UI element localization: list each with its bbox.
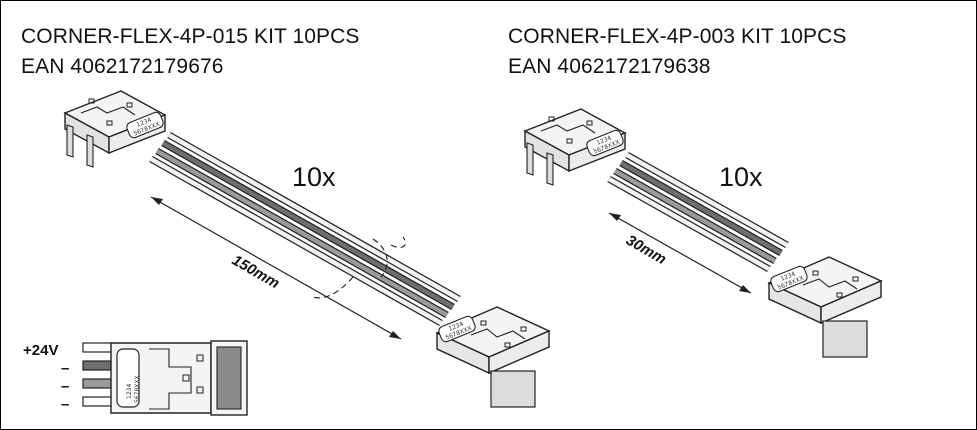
kit-1-header: CORNER-FLEX-4P-015 KIT 10PCS EAN 4062172… [21,22,360,82]
kit-1-ean: EAN 4062172179676 [21,55,224,78]
pin-label-negative: – [61,360,69,377]
pinout-detail: 1234 5678XXX +24V – – – [23,340,248,416]
dimension-arrow [150,196,402,340]
connector-code: 5678XXX [134,375,141,403]
pin-label-positive: +24V [23,342,58,359]
kit-2-length-label: 30mm [623,232,669,268]
kit-2-ean: EAN 4062172179638 [508,55,711,78]
kit-2-cable: 1234 5678XXX 1234 5678XXX [523,108,883,358]
kit-2-header: CORNER-FLEX-4P-003 KIT 10PCS EAN 4062172… [508,22,847,82]
kit-2-quantity: 10x [719,162,763,192]
kit-2-title: CORNER-FLEX-4P-003 KIT 10PCS [508,25,847,48]
pin-label-negative: – [61,378,69,395]
dimension-arrow [608,212,752,294]
kit-1-length-label: 150mm [229,252,282,293]
pin-label-negative: – [61,396,69,413]
kit-1-quantity: 10x [292,162,336,192]
connector-code: 1234 [126,384,133,399]
kit-1-cable: 1234 5678XXX 1234 5678XXX [63,90,551,408]
kit-1-title: CORNER-FLEX-4P-015 KIT 10PCS [21,25,360,48]
